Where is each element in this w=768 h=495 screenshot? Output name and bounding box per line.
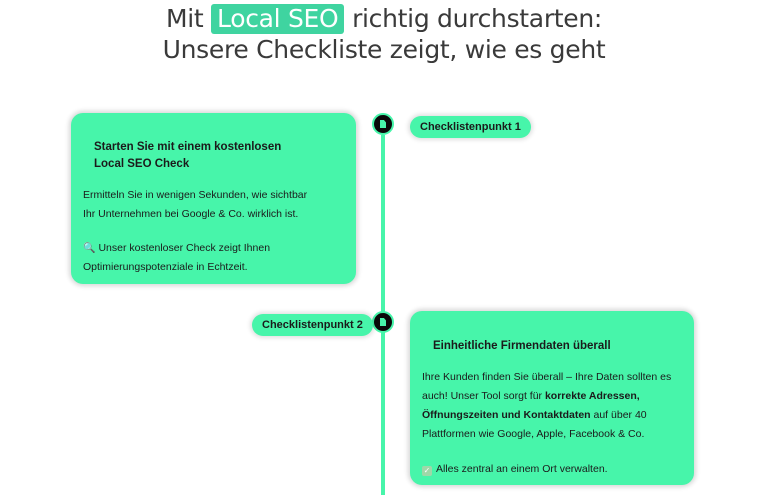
card-note-text: Alles zentral an einem Ort verwalten. — [436, 463, 608, 475]
magnifier-icon: 🔍 — [83, 243, 96, 254]
badge-label: Checklistenpunkt 2 — [262, 319, 363, 331]
checklist-card-2: Einheitliche Firmendaten überall Ihre Ku… — [410, 311, 694, 485]
card-paragraph-text: auf über 40 Plattformen wie Google, Appl… — [422, 409, 647, 440]
card-note: ✓ Alles zentral an einem Ort verwalten. — [422, 460, 682, 479]
card-note-text: Unser kostenloser Check zeigt Ihnen Opti… — [83, 242, 271, 273]
headline-suffix: richtig durchstarten: — [352, 4, 603, 33]
timeline-node-2 — [372, 311, 394, 333]
card-paragraph-text: Ihre Kunden finden Sie überall – Ihre Da… — [422, 371, 672, 402]
badge-label: Checklistenpunkt 1 — [420, 121, 521, 133]
card-title: Starten Sie mit einem kostenlosen Local … — [94, 141, 282, 170]
card-title: Einheitliche Firmendaten überall — [433, 340, 611, 352]
page-headline: Mit Local SEO richtig durchstarten: Unse… — [0, 3, 768, 65]
checklist-point-1-badge: Checklistenpunkt 1 — [410, 116, 531, 138]
headline-line-2: Unsere Checkliste zeigt, wie es geht — [162, 35, 606, 64]
document-icon — [380, 318, 386, 326]
headline-prefix: Mit — [165, 4, 204, 33]
checkmark-icon: ✓ — [422, 466, 432, 476]
card-paragraph: Ihre Kunden finden Sie überall – Ihre Da… — [422, 368, 684, 444]
card-paragraph-bold: korrekte Adressen, Öffnungszeiten und Ko… — [422, 390, 640, 421]
checklist-card-1: Starten Sie mit einem kostenlosen Local … — [71, 113, 356, 284]
checklist-point-2-badge: Checklistenpunkt 2 — [252, 314, 373, 336]
timeline-node-1 — [372, 113, 394, 135]
document-icon — [380, 120, 386, 128]
headline-highlight: Local SEO — [211, 4, 345, 34]
card-paragraph: Ermitteln Sie in wenigen Sekunden, wie s… — [83, 189, 308, 220]
card-note: 🔍Unser kostenloser Check zeigt Ihnen Opt… — [83, 239, 313, 277]
headline-line-1: Mit Local SEO richtig durchstarten: — [0, 3, 768, 34]
